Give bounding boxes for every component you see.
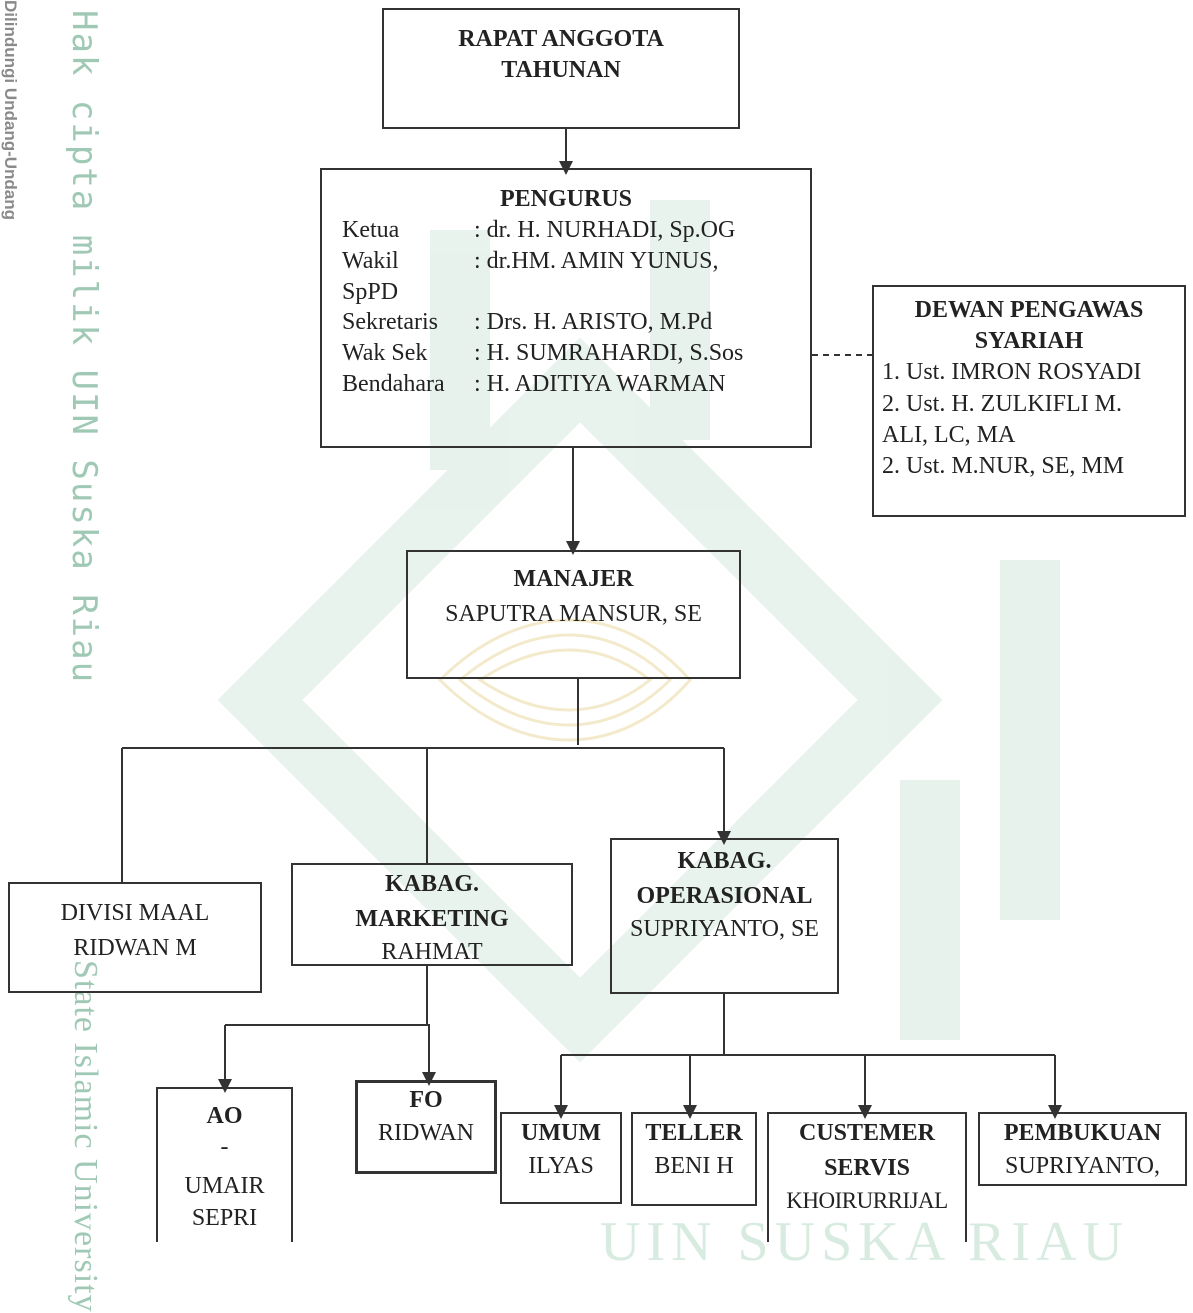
pengurus-title: PENGURUS <box>499 186 632 212</box>
teller-title: TELLER <box>645 1120 743 1146</box>
pengurus-name: : H. SUMRAHARDI, S.Sos <box>474 340 744 367</box>
operasional-line2: OPERASIONAL <box>636 883 813 910</box>
box-umum: UMUM ILYAS <box>500 1112 622 1204</box>
pengurus-row: Sekretaris : Drs. H. ARISTO, M.Pd <box>342 307 743 338</box>
box-fo: FO RIDWAN <box>355 1080 497 1174</box>
umum-title: UMUM <box>521 1120 601 1146</box>
umum-name: ILYAS <box>528 1153 594 1180</box>
ao-name1: UMAIR <box>184 1173 265 1200</box>
pengurus-name: : dr.HM. AMIN YUNUS, <box>474 247 719 274</box>
pembukuan-name2: SE <box>980 1182 1185 1184</box>
dewan-title-line1: DEWAN PENGAWAS <box>914 297 1144 323</box>
teller-name: BENI H <box>654 1153 734 1180</box>
pengurus-row: Wak Sek : H. SUMRAHARDI, S.Sos <box>342 338 743 369</box>
pengurus-role: Sekretaris <box>342 309 438 336</box>
divisi-maal-line1: DIVISI MAAL <box>60 900 210 926</box>
cs-line2: SERVIS <box>824 1155 910 1182</box>
box-divisi-maal: DIVISI MAAL RIDWAN M <box>8 882 262 993</box>
pengurus-role: SpPD <box>342 278 399 305</box>
marketing-line2: MARKETING <box>355 906 509 933</box>
pengurus-role: Wak Sek <box>342 340 428 367</box>
pembukuan-title: PEMBUKUAN <box>1003 1120 1162 1146</box>
rapat-line2: TAHUNAN <box>501 57 621 84</box>
operasional-name: SUPRIYANTO, SE <box>630 916 819 943</box>
marketing-name: RAHMAT <box>381 939 483 966</box>
ao-name2: SEPRI <box>191 1204 258 1231</box>
ao-title: AO <box>206 1103 243 1129</box>
box-custemer-servis: CUSTEMER SERVIS KHOIRURRIJAL <box>767 1112 967 1242</box>
box-manajer: MANAJER SAPUTRA MANSUR, SE <box>406 550 741 679</box>
fo-name: RIDWAN <box>378 1120 474 1147</box>
operasional-line1: KABAG. <box>677 848 772 874</box>
watermark-logo <box>217 200 1060 1063</box>
dewan-item: 2. Ust. M.NUR, SE, MM <box>882 452 1125 479</box>
pengurus-row: SpPD <box>342 277 743 308</box>
marketing-line1: KABAG. <box>384 871 479 897</box>
box-pengurus: PENGURUS Ketua : dr. H. NURHADI, Sp.OG Wa… <box>320 168 812 448</box>
cs-line1: CUSTEMER <box>798 1120 936 1146</box>
box-dewan-pengawas: DEWAN PENGAWAS SYARIAH 1. Ust. IMRON ROS… <box>872 285 1186 517</box>
dewan-item: 2. Ust. H. ZULKIFLI M. <box>882 390 1122 417</box>
dewan-title-line2: SYARIAH <box>974 328 1084 355</box>
pengurus-name <box>474 277 743 308</box>
pengurus-role: Ketua <box>342 217 400 244</box>
ao-dash: - <box>220 1134 229 1161</box>
pengurus-role: Wakil <box>342 247 399 274</box>
box-teller: TELLER BENI H <box>631 1112 757 1206</box>
box-ao: AO - UMAIR SEPRI <box>156 1087 293 1242</box>
pengurus-name: : Drs. H. ARISTO, M.Pd <box>474 309 713 336</box>
pengurus-name: : H. ADITIYA WARMAN <box>474 370 726 397</box>
pengurus-role: Bendahara <box>342 370 445 397</box>
manajer-name: SAPUTRA MANSUR, SE <box>445 601 702 628</box>
manajer-title: MANAJER <box>513 566 634 592</box>
pembukuan-name1: SUPRIYANTO, <box>1005 1153 1160 1180</box>
box-rapat-anggota: RAPAT ANGGOTA TAHUNAN <box>382 8 740 129</box>
dewan-item: ALI, LC, MA <box>882 421 1016 448</box>
pengurus-table: Ketua : dr. H. NURHADI, Sp.OG Wakil : dr.H… <box>342 215 743 399</box>
pengurus-row: Wakil : dr.HM. AMIN YUNUS, <box>342 246 743 277</box>
rapat-line1: RAPAT ANGGOTA <box>458 26 664 52</box>
pengurus-row: Bendahara : H. ADITIYA WARMAN <box>342 369 743 400</box>
connector-lines <box>121 128 1062 1119</box>
dewan-item: 1. Ust. IMRON ROSYADI <box>882 359 1142 386</box>
pengurus-row: Ketua : dr. H. NURHADI, Sp.OG <box>342 215 743 246</box>
box-kabag-marketing: KABAG. MARKETING RAHMAT <box>291 863 573 966</box>
box-kabag-operasional: KABAG. OPERASIONAL SUPRIYANTO, SE <box>610 838 839 994</box>
pengurus-name: : dr. H. NURHADI, Sp.OG <box>474 217 736 244</box>
box-pembukuan: PEMBUKUAN SUPRIYANTO, SE <box>978 1112 1187 1186</box>
divisi-maal-line2: RIDWAN M <box>73 935 197 962</box>
fo-title: FO <box>409 1087 443 1113</box>
cs-name: KHOIRURRIJAL <box>786 1188 948 1214</box>
